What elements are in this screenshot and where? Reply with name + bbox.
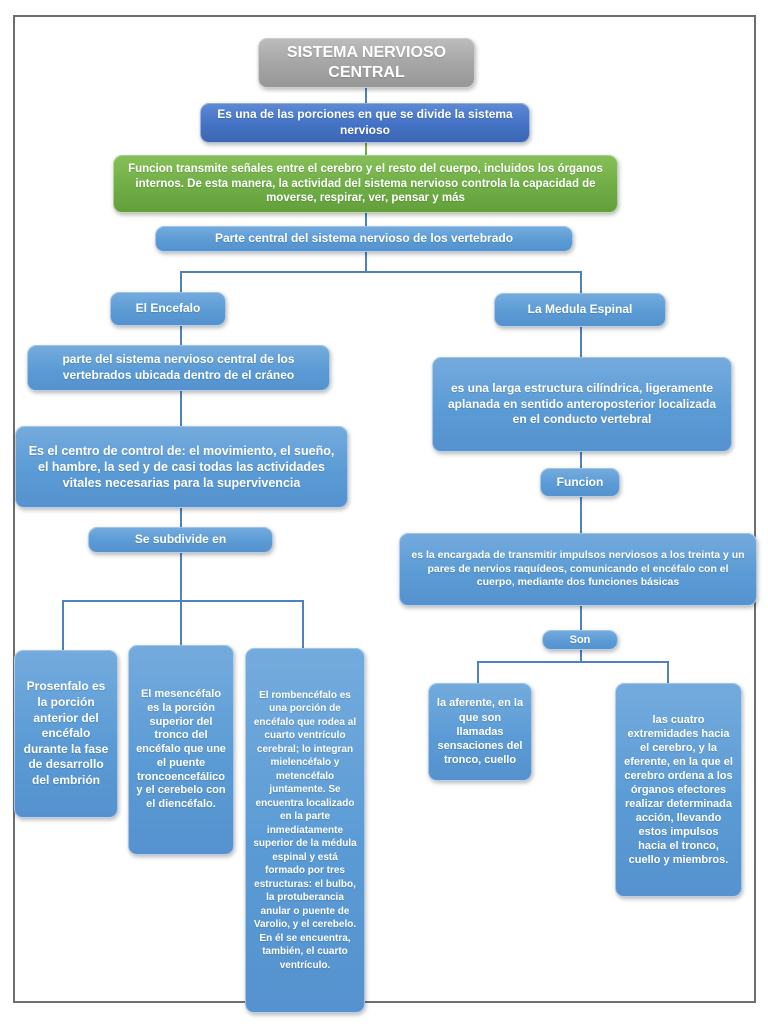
connector-encargada-son xyxy=(580,606,582,630)
node-encargada-text: es la encargada de transmitir impulsos n… xyxy=(411,549,745,589)
connector-desc-funcion-sub xyxy=(580,452,582,468)
connector-split-medula xyxy=(580,271,582,293)
node-funcion-main-text: Funcion transmite señales entre el cereb… xyxy=(128,162,603,205)
connector-son-split xyxy=(580,650,582,662)
connector-to-eferente xyxy=(667,661,669,683)
node-prosenfalo-text: Prosenfalo es la porción anterior del en… xyxy=(23,679,109,787)
connector-desc-control xyxy=(180,391,182,426)
node-encefalo-text: El Encefalo xyxy=(135,301,201,316)
node-aferente: la aferente, en la que son llamadas sens… xyxy=(428,683,532,781)
connector-subdivide-split xyxy=(180,553,182,601)
connector-subdivide-branch xyxy=(62,600,304,602)
connector-funcion-parte xyxy=(365,213,367,226)
node-medula-espinal: La Medula Espinal xyxy=(494,293,666,327)
connector-to-aferente xyxy=(477,661,479,683)
connector-funcion-encargada xyxy=(580,497,582,533)
node-se-subdivide: Se subdivide en xyxy=(88,527,273,553)
node-aferente-text: la aferente, en la que son llamadas sens… xyxy=(436,697,524,767)
node-son: Son xyxy=(542,630,618,650)
connector-to-mesencefalo xyxy=(180,600,182,645)
node-funcion-medula-text: Funcion xyxy=(556,474,604,489)
node-medula-description-text: es una larga estructura cilíndrica, lige… xyxy=(447,381,717,427)
connector-branch-split xyxy=(180,271,581,273)
node-intro-text: Es una de las porciones en que se divide… xyxy=(217,107,513,137)
node-mesencefalo: El mesencéfalo es la porción superior de… xyxy=(128,645,234,855)
connector-control-subdivide xyxy=(180,508,182,527)
node-encefalo-description: parte del sistema nervioso central de lo… xyxy=(27,345,330,391)
node-prosenfalo: Prosenfalo es la porción anterior del en… xyxy=(14,650,118,818)
connector-intro-funcion xyxy=(365,143,367,155)
node-parte-central-text: Parte central del sistema nervioso de lo… xyxy=(214,231,514,246)
node-title: SISTEMA NERVIOSO CENTRAL xyxy=(258,38,475,88)
node-medula-description: es una larga estructura cilíndrica, lige… xyxy=(432,357,732,452)
node-funcion-medula: Funcion xyxy=(540,468,620,497)
node-son-text: Son xyxy=(569,633,591,646)
connector-to-prosenfalo xyxy=(62,600,64,652)
node-se-subdivide-text: Se subdivide en xyxy=(134,532,227,547)
node-encargada: es la encargada de transmitir impulsos n… xyxy=(399,533,757,606)
node-intro: Es una de las porciones en que se divide… xyxy=(200,103,530,143)
node-rombencefalo-text: El rombencéfalo es una porción de encéfa… xyxy=(253,689,357,971)
node-centro-control-text: Es el centro de control de: el movimient… xyxy=(28,443,335,491)
node-encefalo-description-text: parte del sistema nervioso central de lo… xyxy=(62,352,295,382)
node-title-text: SISTEMA NERVIOSO CENTRAL xyxy=(286,44,447,81)
connector-son-branch xyxy=(477,661,669,663)
node-encefalo: El Encefalo xyxy=(110,292,226,326)
node-funcion-main: Funcion transmite señales entre el cereb… xyxy=(113,155,618,213)
connector-parte-split xyxy=(365,252,367,272)
node-eferente: las cuatro extremidades hacia el cerebro… xyxy=(615,683,742,897)
connector-to-rombencefalo xyxy=(302,600,304,648)
node-centro-control: Es el centro de control de: el movimient… xyxy=(15,426,348,508)
node-eferente-text: las cuatro extremidades hacia el cerebro… xyxy=(624,713,733,867)
node-rombencefalo: El rombencéfalo es una porción de encéfa… xyxy=(245,648,365,1013)
connector-title-intro xyxy=(365,88,367,103)
node-medula-espinal-text: La Medula Espinal xyxy=(527,302,633,317)
connector-medula-desc xyxy=(580,327,582,357)
connector-split-encefalo xyxy=(180,271,182,292)
connector-encefalo-desc xyxy=(180,326,182,345)
node-mesencefalo-text: El mesencéfalo es la porción superior de… xyxy=(136,688,226,811)
node-parte-central: Parte central del sistema nervioso de lo… xyxy=(155,226,573,252)
